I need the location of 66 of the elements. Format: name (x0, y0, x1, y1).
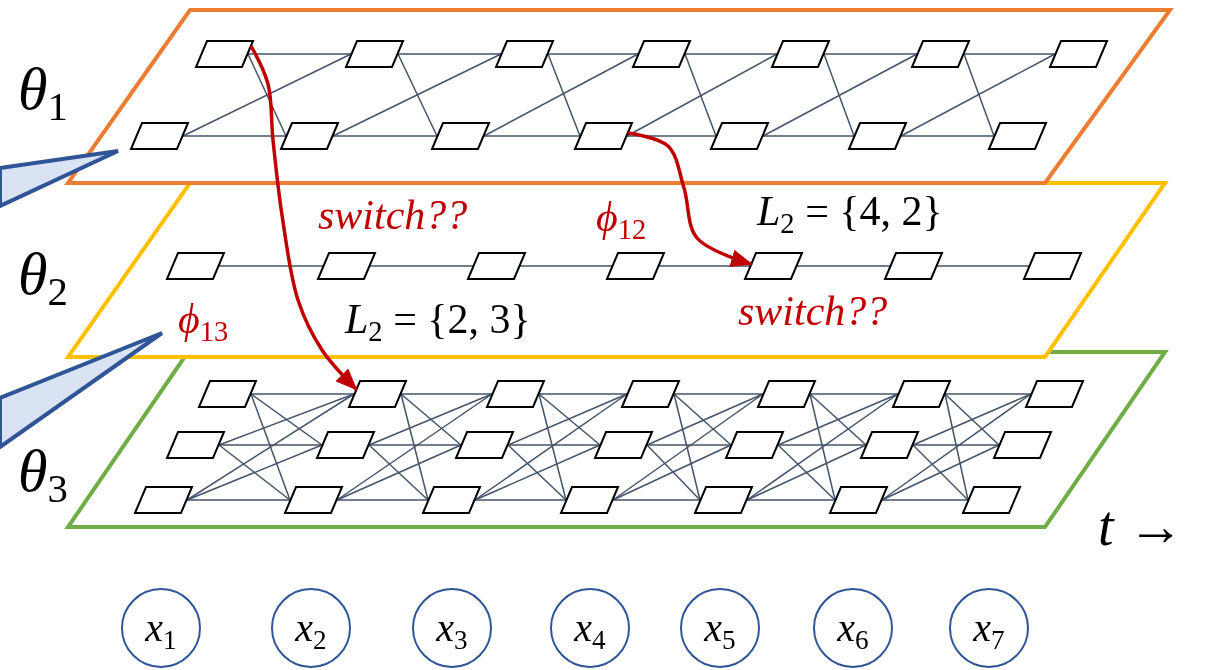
observation-circle: x$_{1}$ (121, 588, 201, 668)
connector-line (507, 444, 567, 501)
connector-line (944, 393, 1000, 446)
layer-label: θ$_{2}$ (18, 241, 68, 307)
observation-circle: x$_{5}$ (680, 588, 760, 668)
connector-line (538, 393, 567, 501)
connector-line (912, 444, 969, 501)
connector-line (881, 444, 1000, 501)
time-axis-label: t → (1098, 496, 1184, 558)
connector-line (336, 393, 493, 501)
connector-line (944, 393, 1032, 395)
connector-line (646, 444, 732, 446)
connector-line (474, 499, 567, 501)
connector-line (250, 393, 355, 395)
connector-line (336, 444, 462, 501)
connector-line (218, 444, 291, 501)
connector-line (368, 444, 462, 446)
connector-line (746, 499, 836, 501)
connector-line (944, 393, 969, 501)
layer-label: θ$_{1}$ (18, 56, 68, 122)
observation-circle: x$_{7}$ (949, 588, 1029, 668)
connector-line (777, 444, 836, 501)
observation-circle: x$_{2}$ (271, 588, 351, 668)
connector-line (336, 499, 429, 501)
connector-line (809, 393, 836, 501)
connector-line (777, 393, 899, 446)
observation-circle: x$_{4}$ (550, 588, 630, 668)
connector-line (746, 444, 867, 501)
connector-line (646, 444, 701, 501)
connector-line (538, 393, 628, 395)
connector-line (474, 444, 601, 501)
connector-line (673, 393, 701, 501)
connector-line (186, 499, 291, 501)
connector-line (777, 444, 867, 446)
connector-line (368, 393, 493, 446)
connector-line (186, 393, 355, 501)
connector-line (746, 393, 899, 501)
connector-line (250, 393, 291, 501)
connector-line (673, 393, 764, 395)
connector-line (400, 393, 493, 395)
connector-line (881, 499, 969, 501)
connector-line (474, 393, 628, 501)
connector-line (809, 393, 867, 446)
callout-pointer (0, 331, 164, 449)
observation-circle: x$_{6}$ (813, 588, 893, 668)
connector-line (186, 444, 323, 501)
connector-line (612, 444, 732, 501)
connector-line (912, 393, 1032, 446)
connector-line (250, 393, 323, 446)
connector-line (809, 393, 899, 395)
connector-line (612, 499, 701, 501)
connector-line (912, 444, 1000, 446)
connector-line (507, 393, 628, 446)
layer-label: θ$_{3}$ (18, 438, 68, 504)
connector-line (218, 393, 355, 446)
connector-line (400, 393, 429, 501)
observation-circle: x$_{3}$ (412, 588, 492, 668)
connector-line (612, 393, 764, 501)
connector-line (400, 393, 462, 446)
connector-line (368, 444, 429, 501)
callout-pointer (0, 149, 120, 209)
connector-line (673, 393, 732, 446)
connector-line (218, 444, 323, 446)
connector-line (538, 393, 601, 446)
connector-line (507, 444, 601, 446)
connector-line (646, 393, 764, 446)
